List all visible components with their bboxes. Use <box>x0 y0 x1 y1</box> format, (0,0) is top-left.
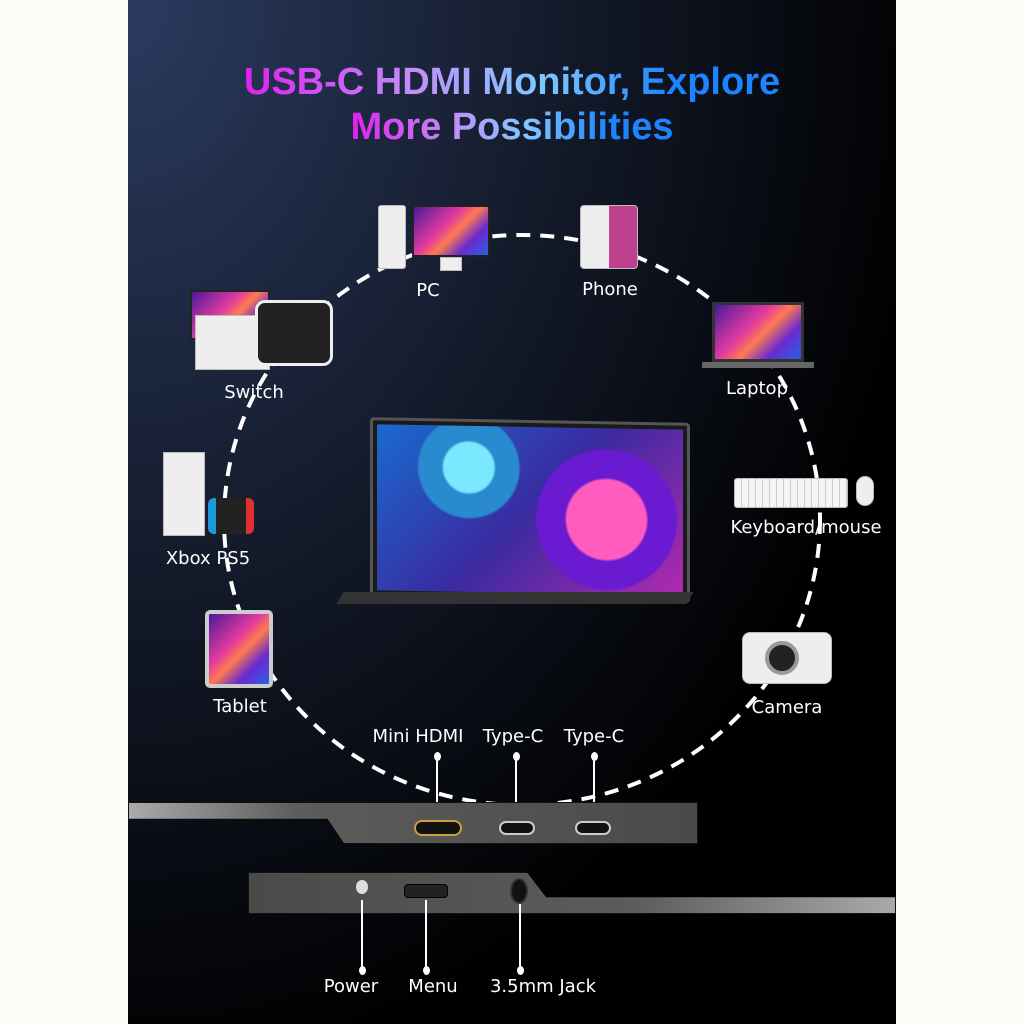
console-image <box>163 452 205 536</box>
laptop-base <box>702 362 814 368</box>
pointer-line <box>519 904 521 968</box>
label-type-c-2: Type-C <box>563 726 625 747</box>
tablet-image <box>205 610 273 688</box>
pointer-line <box>425 900 427 968</box>
label-phone: Phone <box>582 279 638 300</box>
label-switch: Switch <box>224 382 284 403</box>
label-type-c-1: Type-C <box>482 726 544 747</box>
pc-monitor-image <box>412 205 490 257</box>
power-button <box>356 880 368 894</box>
label-laptop: Laptop <box>726 378 788 399</box>
pc-stand <box>440 257 462 271</box>
portable-monitor-image <box>370 417 690 603</box>
pc-tower-image <box>378 205 406 269</box>
monitor-stand-cover <box>336 592 694 604</box>
label-pc: PC <box>416 280 440 301</box>
label-tablet: Tablet <box>213 696 267 717</box>
type-c-port-1 <box>499 821 535 835</box>
handheld-console-image <box>208 498 254 534</box>
label-menu: Menu <box>408 976 458 997</box>
pointer-line <box>593 755 595 823</box>
keyboard-image <box>734 478 848 508</box>
phone-image <box>580 205 638 269</box>
laptop-image <box>712 302 804 362</box>
pointer-line <box>515 755 517 823</box>
label-keyboard-mouse: Keyboard/mouse <box>730 517 882 538</box>
label-xbox-ps5: Xbox PS5 <box>165 548 251 569</box>
mouse-image <box>856 476 874 506</box>
pointer-line <box>361 900 363 968</box>
menu-wheel <box>404 884 448 898</box>
type-c-port-2 <box>575 821 611 835</box>
pointer-line <box>436 755 438 823</box>
headline-line-2: More Possibilities <box>350 106 674 148</box>
label-camera: Camera <box>751 697 823 718</box>
label-power: Power <box>323 976 379 997</box>
switch-controller-image <box>255 300 333 366</box>
label-mini-hdmi: Mini HDMI <box>372 726 464 747</box>
label-jack: 3.5mm Jack <box>489 976 597 997</box>
camera-image <box>742 632 832 684</box>
mini-hdmi-port <box>414 820 462 836</box>
headline-line-1: USB-C HDMI Monitor, Explore <box>243 61 781 103</box>
audio-jack <box>510 878 528 904</box>
